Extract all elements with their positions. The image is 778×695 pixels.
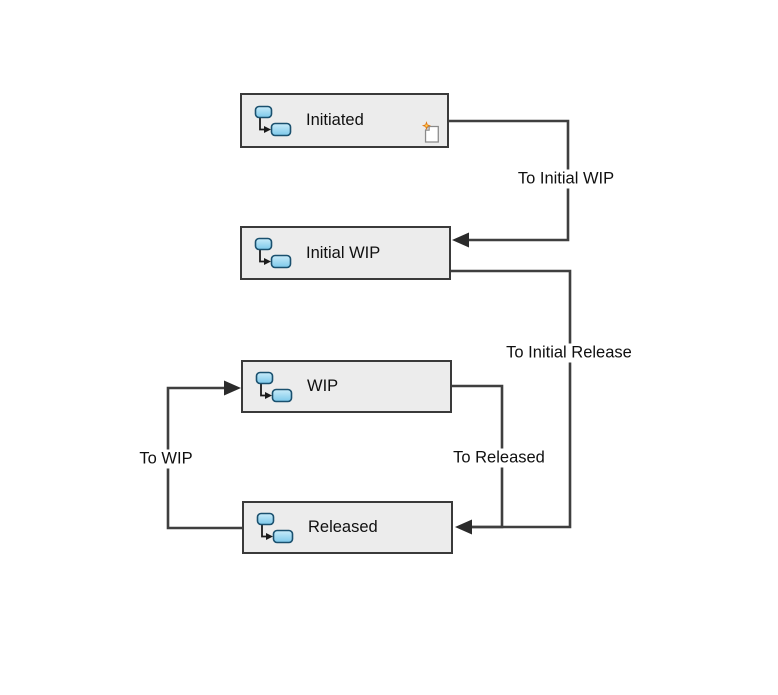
state-wip[interactable]: WIP [241,360,452,413]
transition-label-to-initial-release[interactable]: To Initial Release [503,343,635,363]
state-released[interactable]: Released [242,501,453,554]
workflow-state-icon [254,237,292,269]
state-label: Initiated [306,111,364,129]
transition-edge-to-initial-release[interactable] [451,269,572,529]
new-object-icon [421,121,439,143]
transition-label-to-released[interactable]: To Released [450,448,548,468]
transition-label-to-initial-wip[interactable]: To Initial WIP [514,169,618,189]
workflow-state-icon [256,512,294,543]
transition-label-to-wip[interactable]: To WIP [136,449,196,469]
state-label: Released [308,518,378,536]
workflow-state-icon [255,371,293,402]
state-label: WIP [307,377,339,395]
state-label: Initial WIP [306,243,381,262]
state-initiated[interactable]: Initiated [240,93,449,148]
workflow-state-icon [254,105,292,136]
state-initial-wip[interactable]: Initial WIP [240,226,451,280]
